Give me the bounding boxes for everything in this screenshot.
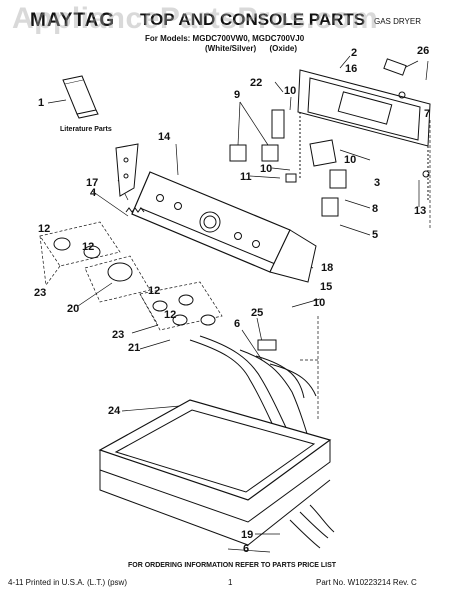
callout-12-b: 12	[82, 241, 94, 253]
callout-10-a: 10	[284, 85, 296, 97]
callout-21: 21	[128, 342, 140, 354]
brand-name: MAYTAG	[30, 10, 116, 31]
models-line: For Models: MGDC700VW0, MGDC700VJ0	[145, 34, 305, 43]
callout-11: 11	[240, 171, 252, 183]
cabinet-top	[98, 399, 332, 546]
callout-4: 4	[90, 187, 97, 199]
watermark: AppliancePartsPros.com	[12, 2, 379, 35]
group-boxes	[39, 120, 431, 420]
callout-3: 3	[374, 177, 380, 189]
callout-20: 20	[67, 303, 79, 315]
callout-13: 13	[414, 205, 426, 217]
callout-12-c: 12	[148, 285, 160, 297]
literature-parts-label: Literature Parts	[60, 126, 112, 133]
callout-17: 17	[86, 177, 98, 189]
callout-12-a: 12	[38, 223, 50, 235]
callout-6-upper: 6	[234, 318, 240, 330]
callout-25: 25	[251, 307, 263, 319]
colors-line: (White/Silver) (Oxide)	[205, 44, 298, 53]
callout-9: 9	[234, 89, 240, 101]
callout-1: 1	[38, 97, 44, 109]
callout-10-d: 10	[313, 297, 325, 309]
print-info: 4-11 Printed in U.S.A. (L.T.) (psw)	[8, 578, 127, 587]
part-number: Part No. W10223214 Rev. C	[316, 578, 417, 587]
callout-16: 16	[345, 63, 357, 75]
callout-2: 2	[351, 47, 357, 59]
literature-booklet	[62, 75, 99, 119]
callout-22: 22	[250, 77, 262, 89]
callout-23-b: 23	[112, 329, 124, 341]
console-end-bracket	[115, 143, 139, 197]
page-title: TOP AND CONSOLE PARTS	[140, 10, 366, 29]
spring	[125, 207, 145, 213]
callout-18: 18	[321, 262, 333, 274]
callout-12-d: 12	[164, 309, 176, 321]
callout-26: 26	[417, 45, 429, 57]
console-switches	[229, 109, 347, 217]
callout-23-a: 23	[34, 287, 46, 299]
callout-6-lower: 6	[243, 543, 249, 555]
product-type: GAS DRYER	[374, 17, 421, 26]
wire-harness	[189, 335, 335, 549]
ordering-note: FOR ORDERING INFORMATION REFER TO PARTS …	[127, 562, 337, 569]
callout-8: 8	[372, 203, 378, 215]
console-rear-panel	[297, 58, 431, 200]
callout-19: 19	[241, 529, 253, 541]
callout-14: 14	[158, 131, 171, 143]
callout-5: 5	[372, 229, 378, 241]
console-panel	[131, 171, 317, 283]
callout-15: 15	[320, 281, 332, 293]
callout-10-b: 10	[260, 163, 272, 175]
knobs	[53, 237, 216, 326]
callout-10-c: 10	[344, 154, 356, 166]
callout-24: 24	[108, 405, 121, 417]
callout-7: 7	[424, 108, 430, 120]
page-number: 1	[228, 578, 233, 587]
